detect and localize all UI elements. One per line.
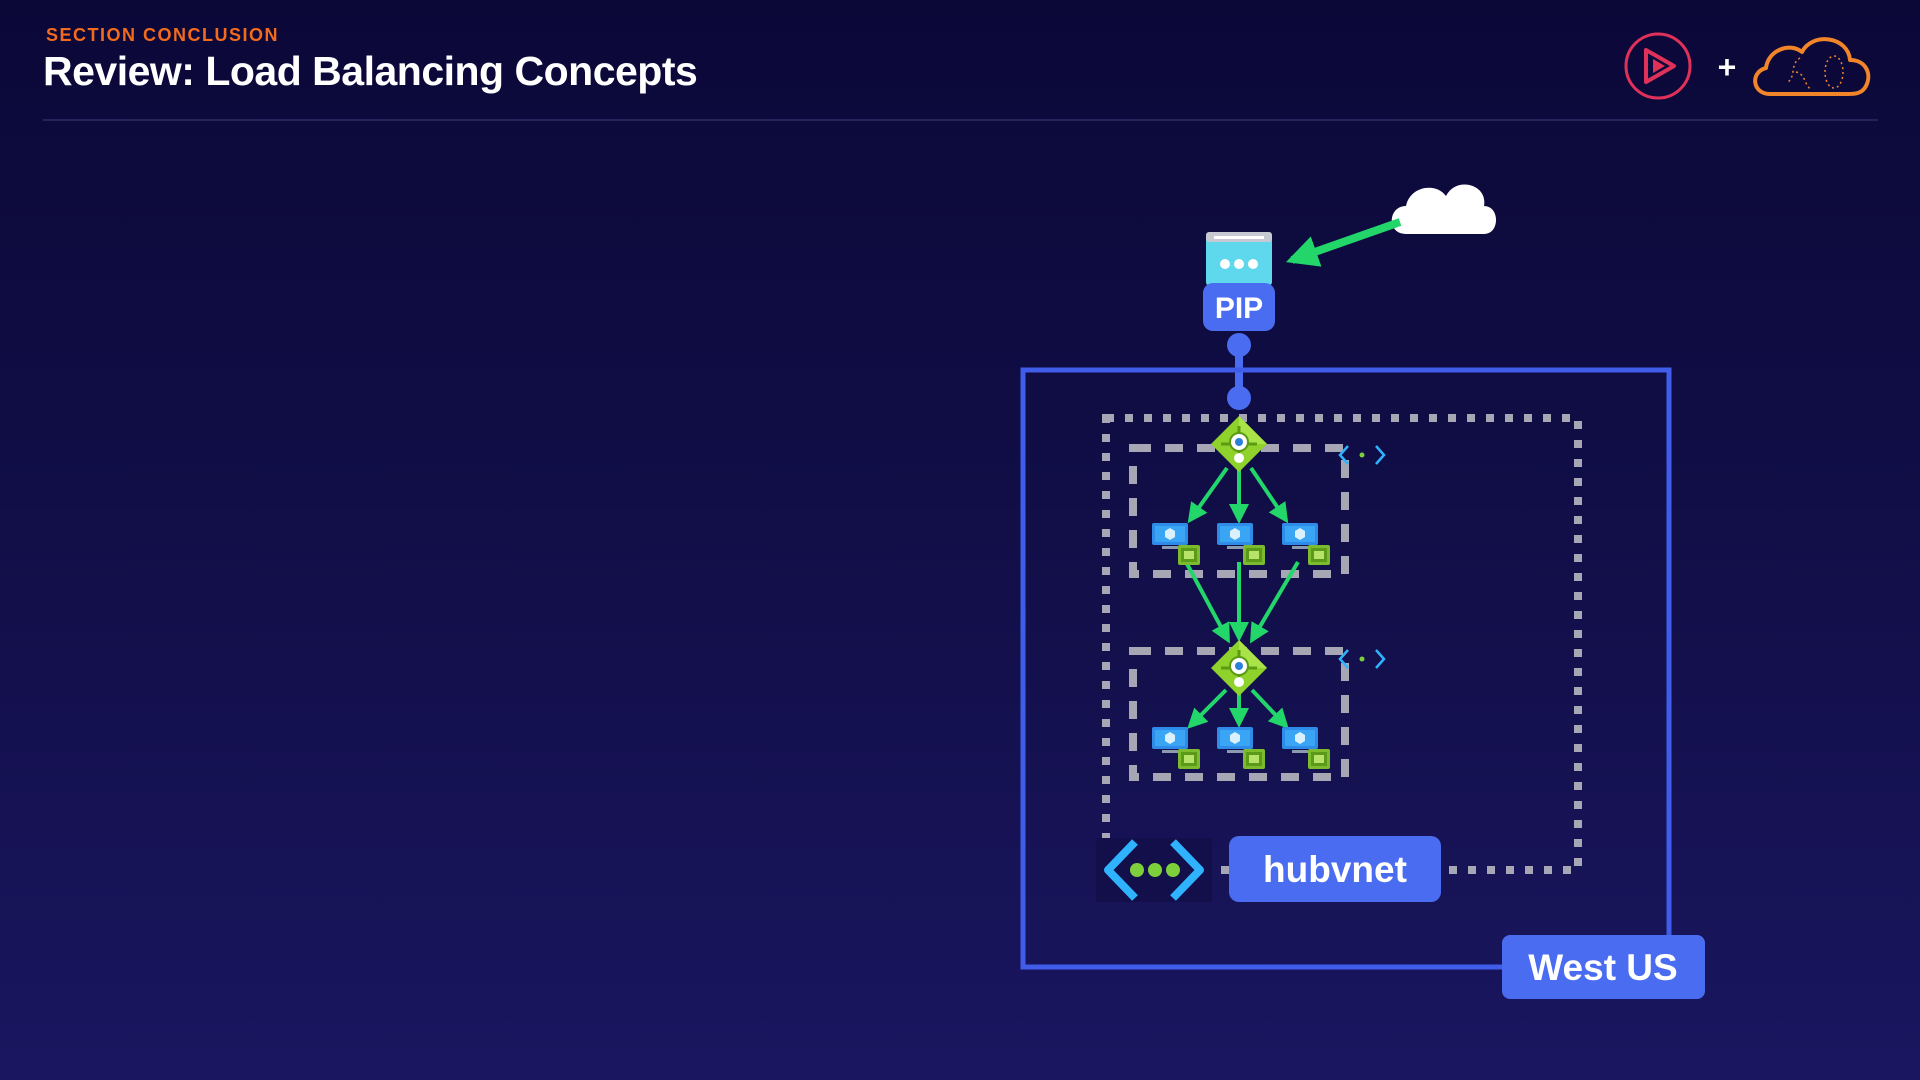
subnet-icon-bottom bbox=[1338, 648, 1386, 670]
cloud-brain-icon bbox=[1753, 37, 1871, 96]
traffic-arrows bbox=[1184, 466, 1300, 729]
vm-icon bbox=[1152, 727, 1200, 769]
svg-text:hubvnet: hubvnet bbox=[1263, 849, 1407, 890]
svg-text:PIP: PIP bbox=[1215, 292, 1263, 325]
subnet-icon-top bbox=[1338, 444, 1386, 466]
vm-icon bbox=[1217, 727, 1265, 769]
internet-cloud-icon bbox=[1391, 184, 1496, 234]
logo-plus-sign: + bbox=[1718, 49, 1737, 85]
vm-icon bbox=[1282, 727, 1330, 769]
vm-icon bbox=[1282, 523, 1330, 565]
vnet-boundary bbox=[1102, 414, 1582, 874]
region-boundary bbox=[1020, 367, 1672, 970]
header-divider bbox=[43, 119, 1878, 121]
region-label: West US bbox=[1502, 935, 1705, 999]
pluralsight-play-icon bbox=[1624, 32, 1692, 100]
load-balancer-icon-top bbox=[1209, 414, 1269, 474]
load-balancer-icon-bottom bbox=[1209, 638, 1269, 698]
section-kicker: SECTION CONCLUSION bbox=[46, 25, 280, 45]
public-ip-icon bbox=[1206, 232, 1272, 286]
vm-icon bbox=[1152, 523, 1200, 565]
cloud-to-pip-arrow bbox=[1285, 218, 1402, 267]
page-title: Review: Load Balancing Concepts bbox=[43, 48, 698, 94]
svg-text:West US: West US bbox=[1528, 947, 1677, 988]
vm-icon bbox=[1217, 523, 1265, 565]
pip-label: PIP bbox=[1203, 283, 1275, 331]
logo-group: + bbox=[1624, 32, 1871, 100]
vnet-icon bbox=[1096, 838, 1212, 902]
vnet-label: hubvnet bbox=[1229, 836, 1441, 902]
